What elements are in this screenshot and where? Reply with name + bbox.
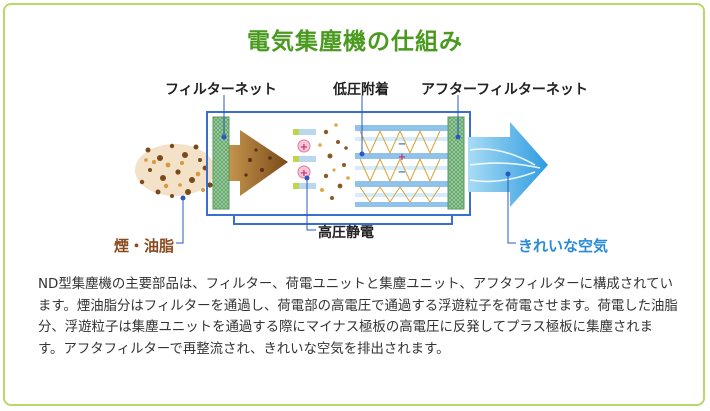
content-frame bbox=[3, 3, 705, 406]
plus-sign-1: + bbox=[300, 142, 308, 153]
leader-lines bbox=[176, 95, 516, 244]
smoke-oil-label: 煙・油脂 bbox=[114, 237, 175, 255]
description-text: ND型集塵機の主要部品は、フィルター、荷電ユニットと集塵ユニット、アフタフィルタ… bbox=[38, 277, 678, 357]
after-filter-net-label: アフターフィルターネット bbox=[421, 82, 588, 98]
clean-air-label: きれいな空気 bbox=[518, 237, 609, 255]
collector-diagram: + + + − − bbox=[135, 95, 548, 244]
after-filter-net bbox=[447, 116, 465, 210]
high-pressure-static-label: 高圧静電 bbox=[318, 225, 374, 241]
plus-sign-2: + bbox=[300, 168, 308, 179]
low-pressure-adhesion-label: 低圧附着 bbox=[333, 82, 389, 98]
page-title: 電気集塵機の仕組み bbox=[247, 29, 463, 55]
collector-minus-sign-1: − bbox=[398, 139, 406, 150]
filter-net-label: フィルターネット bbox=[165, 82, 277, 98]
clean-air-arrow bbox=[468, 122, 548, 207]
floating-particles bbox=[318, 123, 350, 200]
smoke-flow-arrow bbox=[214, 130, 288, 196]
charging-unit bbox=[293, 129, 316, 189]
filter-net bbox=[212, 116, 230, 210]
smoke-particles bbox=[135, 143, 215, 198]
collection-unit bbox=[355, 125, 450, 207]
collector-plus-sign: + bbox=[398, 152, 406, 163]
collector-minus-sign-2: − bbox=[398, 167, 406, 178]
